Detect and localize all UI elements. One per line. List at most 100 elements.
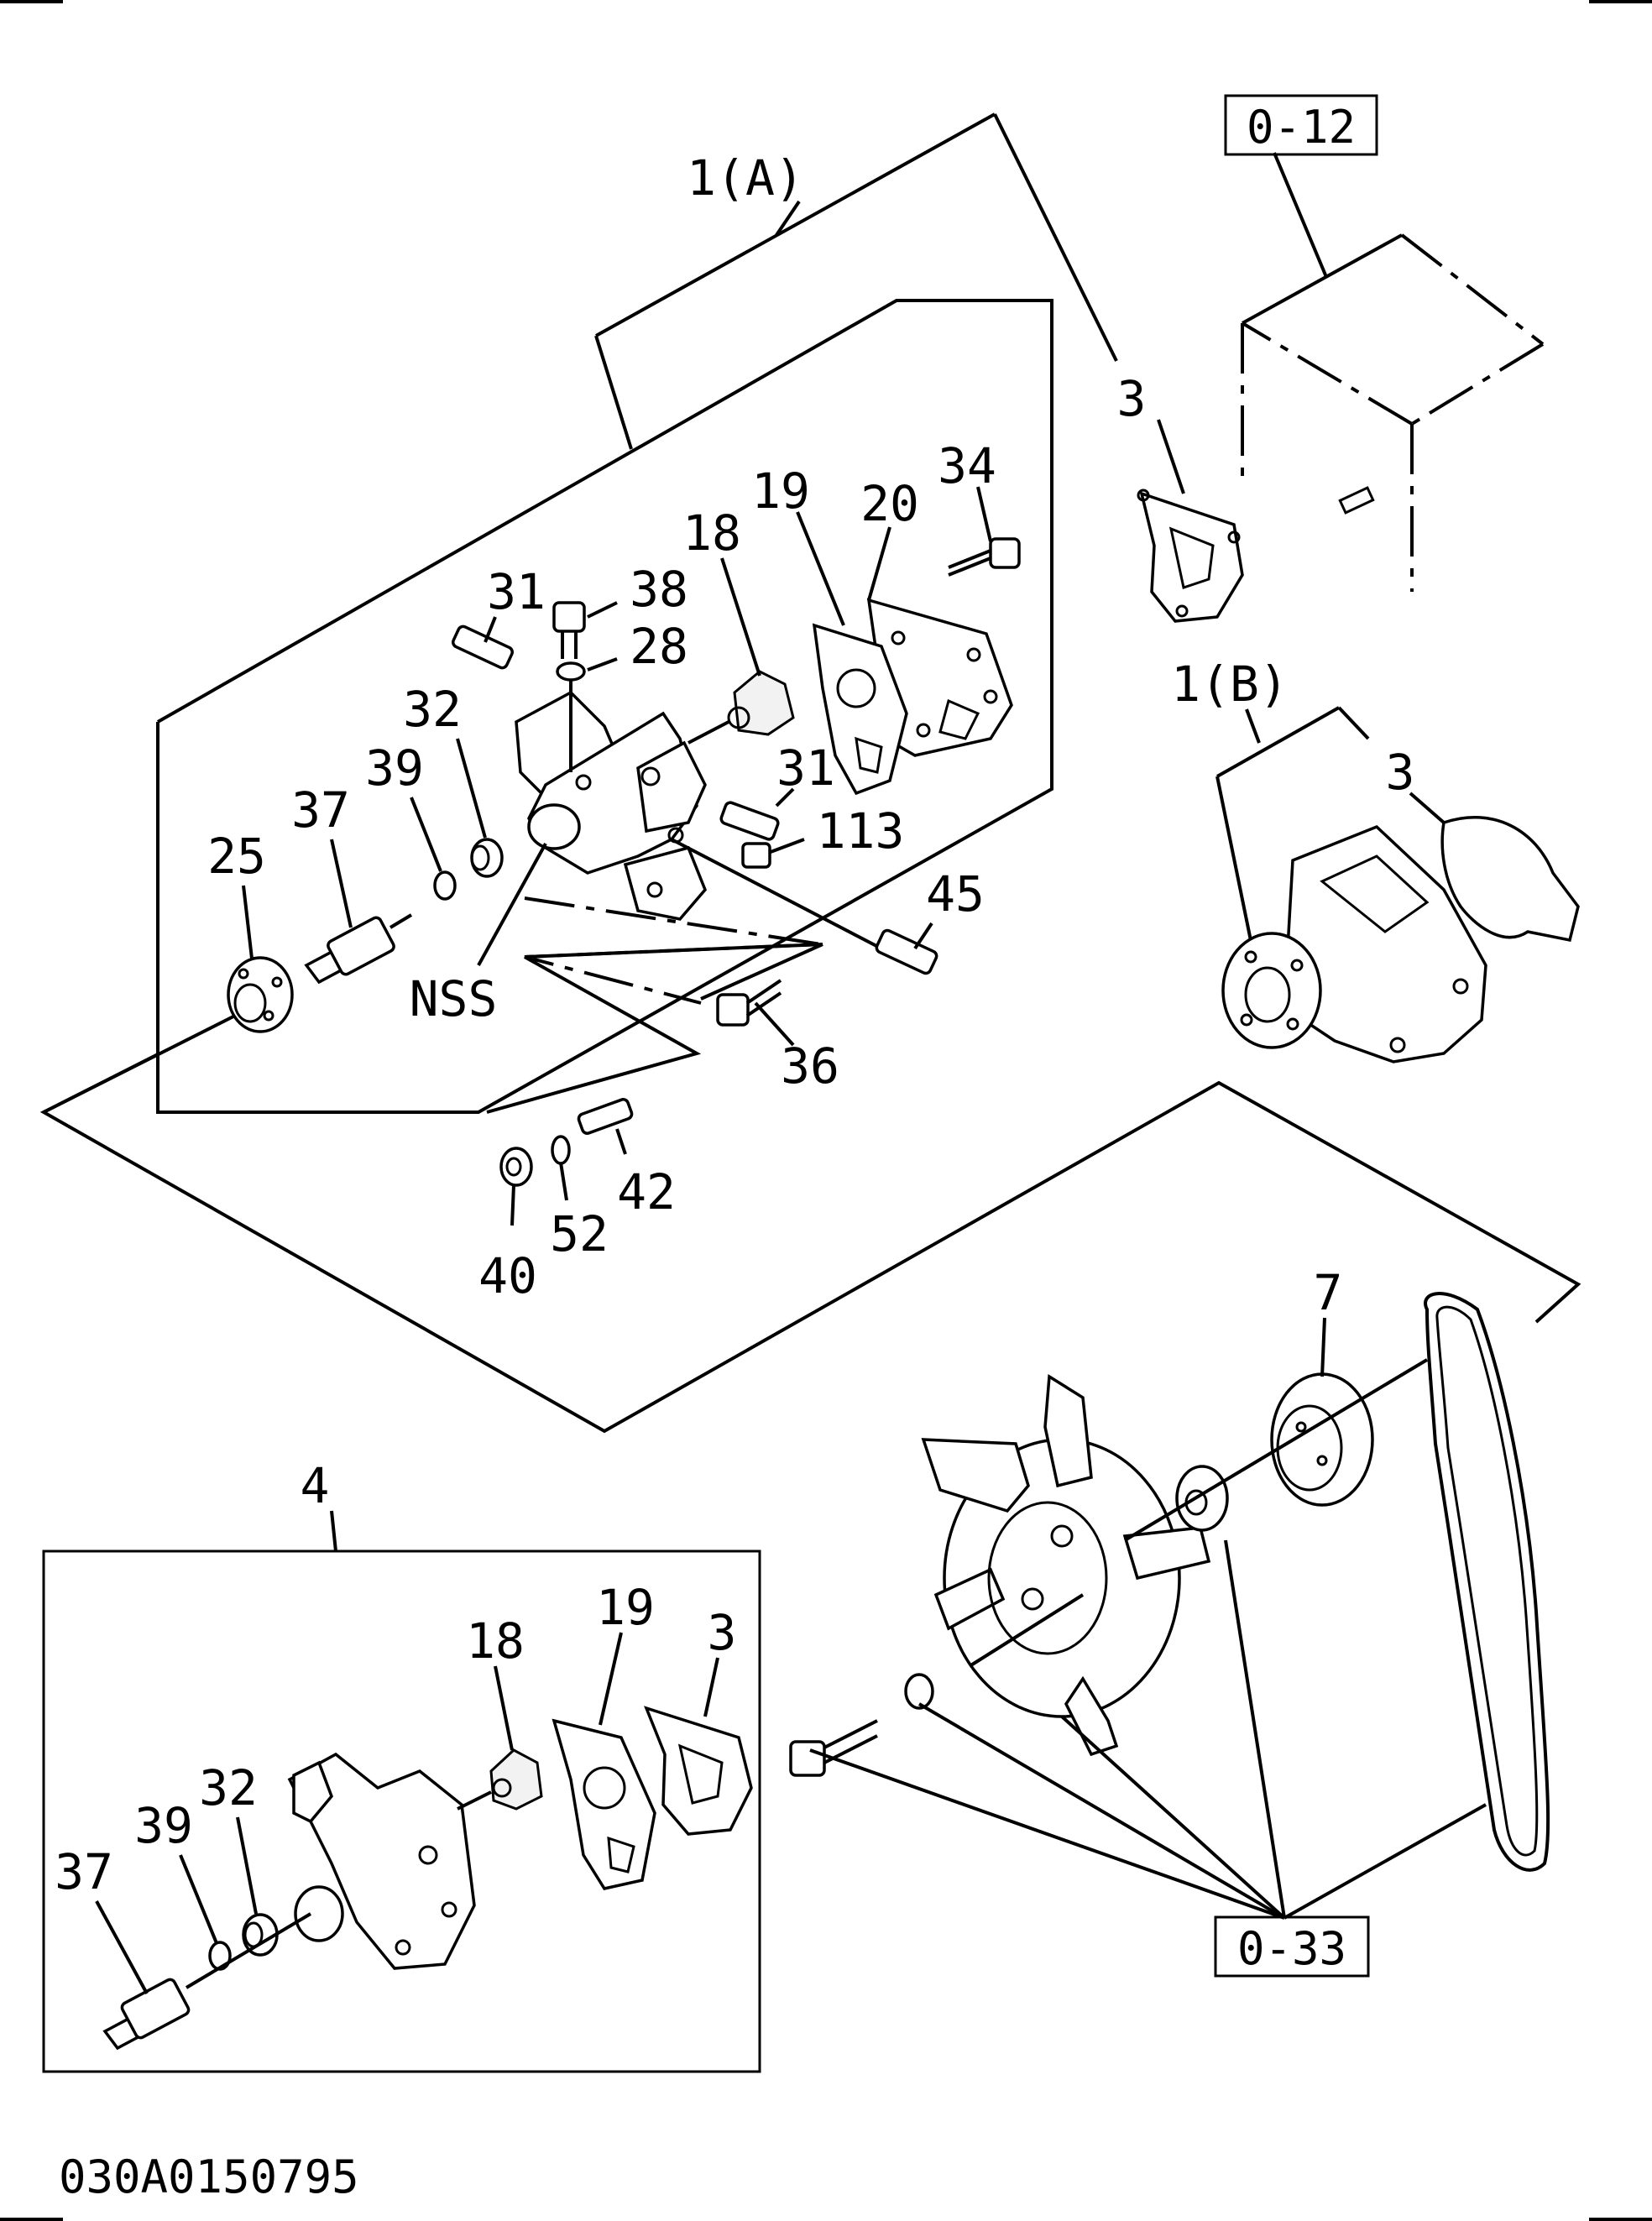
- label-19-kit: 19: [596, 1579, 655, 1636]
- drawing-code: 030A0150795: [59, 2150, 359, 2203]
- gasket-3-1b[interactable]: [1440, 815, 1580, 943]
- fan-bolt[interactable]: [789, 1719, 878, 1777]
- kit-shaft-37[interactable]: [102, 1912, 312, 2051]
- leaders-0-33: [809, 1539, 1487, 1920]
- label-45: 45: [926, 865, 985, 922]
- assembly-lines-1a: [39, 896, 1581, 1434]
- label-25: 25: [207, 828, 266, 885]
- pin-31-right[interactable]: [719, 801, 780, 841]
- label-1b: 1(B): [1171, 656, 1289, 713]
- gasket-19[interactable]: [812, 623, 908, 796]
- plug-113[interactable]: [741, 842, 771, 869]
- leader-45: [913, 922, 933, 950]
- water-pump-body[interactable]: [515, 690, 708, 921]
- pin-31-upper[interactable]: [452, 624, 514, 670]
- kit-pump-body[interactable]: [287, 1752, 476, 1970]
- leader-3-kit: [703, 1657, 719, 1717]
- shaft-37[interactable]: [304, 913, 413, 985]
- label-nss: NSS: [410, 970, 498, 1027]
- label-37-kit: 37: [55, 1843, 113, 1900]
- leader-18: [720, 557, 761, 677]
- cooling-fan[interactable]: [921, 1373, 1211, 1757]
- leader-7: [1320, 1317, 1326, 1377]
- label-18: 18: [682, 504, 741, 562]
- reference-box-0-12[interactable]: 0-12: [1224, 94, 1378, 156]
- label-37: 37: [291, 781, 350, 839]
- kit-4-box: [42, 1510, 761, 2073]
- leader-40: [510, 1184, 515, 1226]
- label-31-upper: 31: [487, 563, 546, 620]
- leader-39: [410, 797, 442, 872]
- label-40: 40: [478, 1247, 537, 1304]
- label-3-kit: 3: [708, 1604, 737, 1661]
- washer-39[interactable]: [433, 870, 457, 901]
- bolt-38[interactable]: [552, 601, 586, 659]
- group-1a-boundary: [156, 299, 1053, 1114]
- fan-washer[interactable]: [904, 1673, 934, 1710]
- label-20: 20: [860, 475, 919, 532]
- impeller-18[interactable]: [687, 670, 795, 745]
- leader-19-kit: [599, 1632, 623, 1726]
- leader-39-kit: [179, 1854, 218, 1944]
- leader-3-1b: [1409, 792, 1446, 824]
- seal-32[interactable]: [470, 838, 504, 878]
- kit-gasket-3[interactable]: [643, 1706, 753, 1836]
- hub-25[interactable]: [227, 956, 294, 1033]
- leader-36: [754, 1001, 795, 1047]
- bolt-34[interactable]: [948, 537, 1021, 577]
- label-19: 19: [751, 462, 810, 520]
- label-39: 39: [365, 739, 424, 797]
- gasket-3-top[interactable]: [1137, 489, 1244, 623]
- washer-28[interactable]: [556, 661, 586, 772]
- drive-belt[interactable]: [1424, 1292, 1550, 1872]
- pulley-7[interactable]: [1270, 1372, 1374, 1507]
- label-38: 38: [630, 561, 688, 618]
- label-36: 36: [781, 1037, 839, 1095]
- label-3-top: 3: [1117, 370, 1147, 427]
- leader-52: [559, 1162, 568, 1201]
- label-7: 7: [1314, 1264, 1343, 1321]
- kit-impeller-18[interactable]: [457, 1748, 543, 1811]
- leader-3-top: [1157, 419, 1185, 494]
- bolt-36[interactable]: [716, 979, 782, 1027]
- leader-37-kit: [95, 1900, 149, 1994]
- label-31-right: 31: [776, 739, 835, 797]
- stud-42[interactable]: [577, 1098, 634, 1135]
- leader-113: [770, 838, 805, 854]
- leader-31-right: [775, 787, 795, 807]
- nut-40[interactable]: [499, 1147, 533, 1187]
- leader-38: [587, 601, 618, 619]
- stud-45[interactable]: [671, 838, 938, 975]
- leader-42: [615, 1128, 627, 1155]
- fan-clutch-spacer[interactable]: [1175, 1465, 1229, 1532]
- label-32: 32: [403, 681, 462, 738]
- leader-nss: [477, 843, 547, 966]
- leader-25: [242, 885, 254, 959]
- label-32-kit: 32: [199, 1759, 258, 1816]
- leader-37: [330, 839, 353, 928]
- label-52: 52: [550, 1205, 609, 1262]
- fan-shaft-line: [968, 1358, 1429, 1668]
- label-42: 42: [617, 1163, 676, 1220]
- reference-label-0-12: 0-12: [1247, 101, 1356, 154]
- washer-52[interactable]: [551, 1135, 571, 1165]
- label-39-kit: 39: [134, 1797, 193, 1854]
- label-1a: 1(A): [687, 149, 804, 206]
- label-28: 28: [630, 618, 688, 675]
- leader-20: [867, 526, 891, 601]
- group-1b-leader: [1215, 706, 1370, 962]
- water-pump-assembly-1b[interactable]: [1221, 824, 1487, 1063]
- leader-32-kit: [236, 1816, 258, 1915]
- kit-gasket-19[interactable]: [552, 1718, 656, 1890]
- leader-31-upper: [484, 616, 497, 643]
- leader-32: [456, 738, 487, 839]
- engine-block-outline: [1241, 152, 1545, 592]
- reference-box-0-33[interactable]: 0-33: [1214, 1915, 1370, 1978]
- leader-18-kit: [494, 1665, 514, 1751]
- group-1a-leader: [594, 112, 1118, 450]
- label-4: 4: [301, 1457, 330, 1514]
- leader-19: [796, 511, 845, 626]
- reference-label-0-33: 0-33: [1237, 1922, 1346, 1975]
